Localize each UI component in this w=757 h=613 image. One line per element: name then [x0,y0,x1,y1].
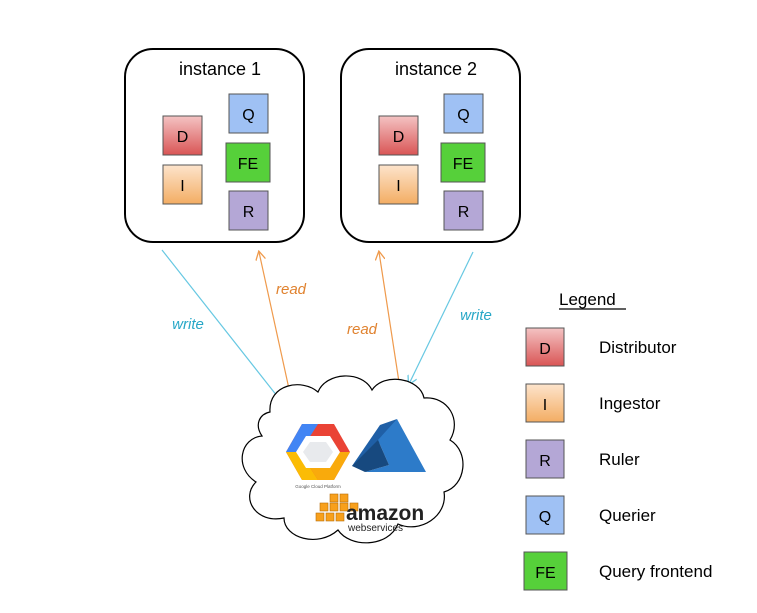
instance-2-distributor: D [378,115,419,156]
legend-label-distributor: Distributor [599,338,677,357]
instance-1-ingestor: I [162,164,203,205]
legend-title: Legend [559,290,616,309]
legend-item-query-frontend: FE Query frontend [523,551,712,591]
svg-text:D: D [177,129,189,146]
legend-item-ruler: R Ruler [525,439,640,479]
instance-1-distributor: D [162,115,203,156]
svg-text:FE: FE [535,565,555,582]
svg-text:R: R [539,453,551,470]
read-label-left: read [276,281,307,298]
legend-item-ingestor: I Ingestor [525,383,661,423]
svg-text:R: R [458,204,470,221]
svg-text:FE: FE [453,156,473,173]
cloud-storage: Google Cloud Platform amazon webservices [241,375,464,544]
aws-subtitle: webservices [347,523,403,534]
instance-2-title: instance 2 [395,59,477,79]
svg-text:I: I [396,178,400,195]
instance-1-querier: Q [228,93,269,134]
instance-1-frontend: FE [225,142,271,183]
instance-2-box: instance 2 D I Q FE R [340,48,521,243]
legend-label-querier: Querier [599,506,656,525]
svg-text:I: I [180,178,184,195]
write-label-left: write [172,316,204,333]
aws-wordmark: amazon [346,502,424,525]
legend-label-ingestor: Ingestor [599,394,661,413]
instance-2-ruler: R [443,190,484,231]
instance-2-frontend: FE [440,142,486,183]
instance-2-querier: Q [443,93,484,134]
legend-label-query-frontend: Query frontend [599,562,712,581]
legend-label-ruler: Ruler [599,450,640,469]
read-arrow-left [259,252,292,399]
svg-text:Q: Q [539,509,551,526]
instance-1-ruler: R [228,190,269,231]
svg-text:Q: Q [242,107,254,124]
svg-text:FE: FE [238,156,258,173]
google-cloud-logo: Google Cloud Platform [286,424,350,489]
legend: Legend D Distributor I Ingestor R Ruler … [523,290,712,591]
azure-logo [352,419,426,472]
svg-text:Q: Q [457,107,469,124]
svg-text:D: D [393,129,405,146]
legend-item-distributor: D Distributor [525,327,677,367]
read-arrow-right [379,252,400,383]
aws-logo: amazon webservices [315,493,424,534]
read-label-right: read [347,321,378,338]
svg-text:D: D [539,341,551,358]
instance-1-box: instance 1 D I Q FE R [124,48,305,243]
legend-item-querier: Q Querier [525,495,656,535]
instance-1-title: instance 1 [179,59,261,79]
svg-text:R: R [243,204,255,221]
write-label-right: write [460,307,492,324]
gcp-caption: Google Cloud Platform [295,484,341,489]
write-arrow-right [409,251,474,384]
instance-2-ingestor: I [378,164,419,205]
write-arrow-left [161,249,281,401]
svg-text:I: I [543,397,547,414]
